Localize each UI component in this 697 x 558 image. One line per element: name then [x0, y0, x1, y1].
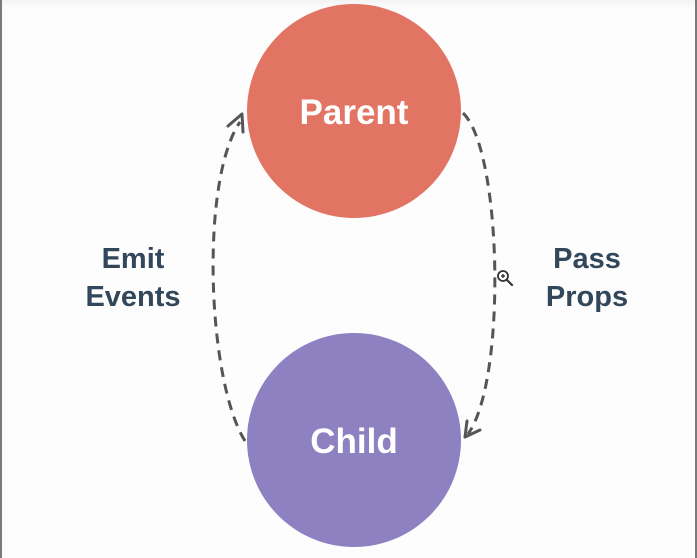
parent-circle — [247, 4, 461, 218]
pass-label-line2: Props — [546, 281, 628, 313]
emit-events-arrowhead — [226, 112, 245, 134]
parent-label: Parent — [300, 93, 409, 132]
pass-props-arrow — [461, 111, 497, 439]
parent-node: Parent — [247, 4, 461, 218]
emit-events-path — [211, 121, 247, 442]
pass-props-arrowhead — [463, 419, 482, 439]
emit-label-line1: Emit — [102, 243, 165, 275]
pass-label-line1: Pass — [553, 243, 621, 275]
emit-label-line2: Events — [85, 281, 180, 313]
pass-props-path — [461, 111, 497, 435]
child-node: Child — [247, 333, 461, 547]
child-circle — [247, 333, 461, 547]
zoom-cursor-icon — [497, 270, 514, 287]
child-label: Child — [310, 422, 397, 461]
emit-events-arrow — [211, 112, 247, 442]
